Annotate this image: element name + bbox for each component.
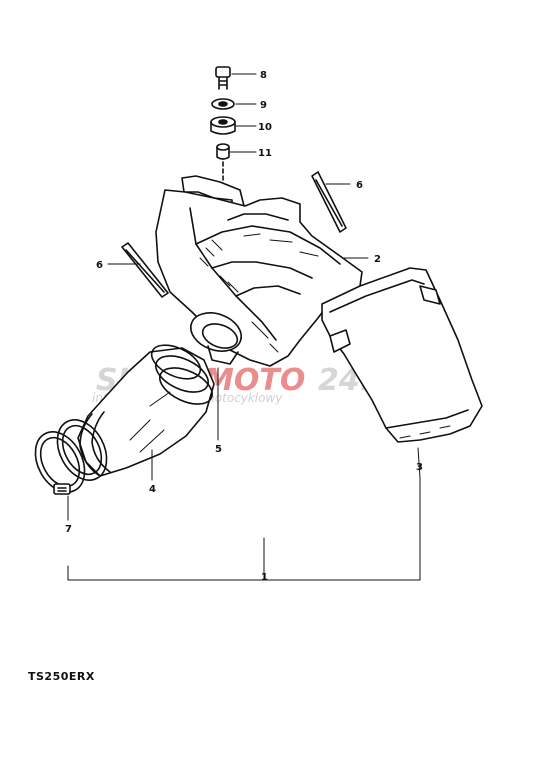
callout-4: 4 — [149, 484, 156, 495]
strap-part-upper — [311, 171, 347, 233]
leader-lines — [67, 73, 421, 581]
watermark-brand-mid: MOTO — [204, 363, 305, 398]
hose-clamp-part — [34, 419, 108, 495]
callout-1: 1 — [261, 572, 268, 583]
washer-part — [211, 98, 235, 110]
seal-ring-part — [190, 312, 242, 365]
intake-hose-part — [77, 344, 215, 477]
model-code-label: TS250ERX — [28, 670, 95, 683]
callout-9: 9 — [260, 100, 267, 111]
callout-8: 8 — [260, 70, 267, 81]
callout-7: 7 — [65, 524, 72, 535]
grommet-part — [210, 116, 236, 135]
callout-6-upper: 6 — [356, 180, 363, 191]
callout-10: 10 — [258, 122, 272, 133]
strap-part-left — [121, 242, 169, 298]
air-cleaner-cover — [321, 267, 483, 443]
callout-2: 2 — [374, 254, 381, 265]
callout-11: 11 — [258, 148, 272, 159]
bolt-part — [215, 66, 231, 90]
callout-6-left: 6 — [96, 260, 103, 271]
callout-5: 5 — [215, 444, 222, 455]
callout-3: 3 — [416, 462, 423, 473]
callout-labels: 8 9 10 11 6 2 6 3 5 4 7 1 — [65, 70, 423, 583]
collar-part — [216, 143, 230, 160]
